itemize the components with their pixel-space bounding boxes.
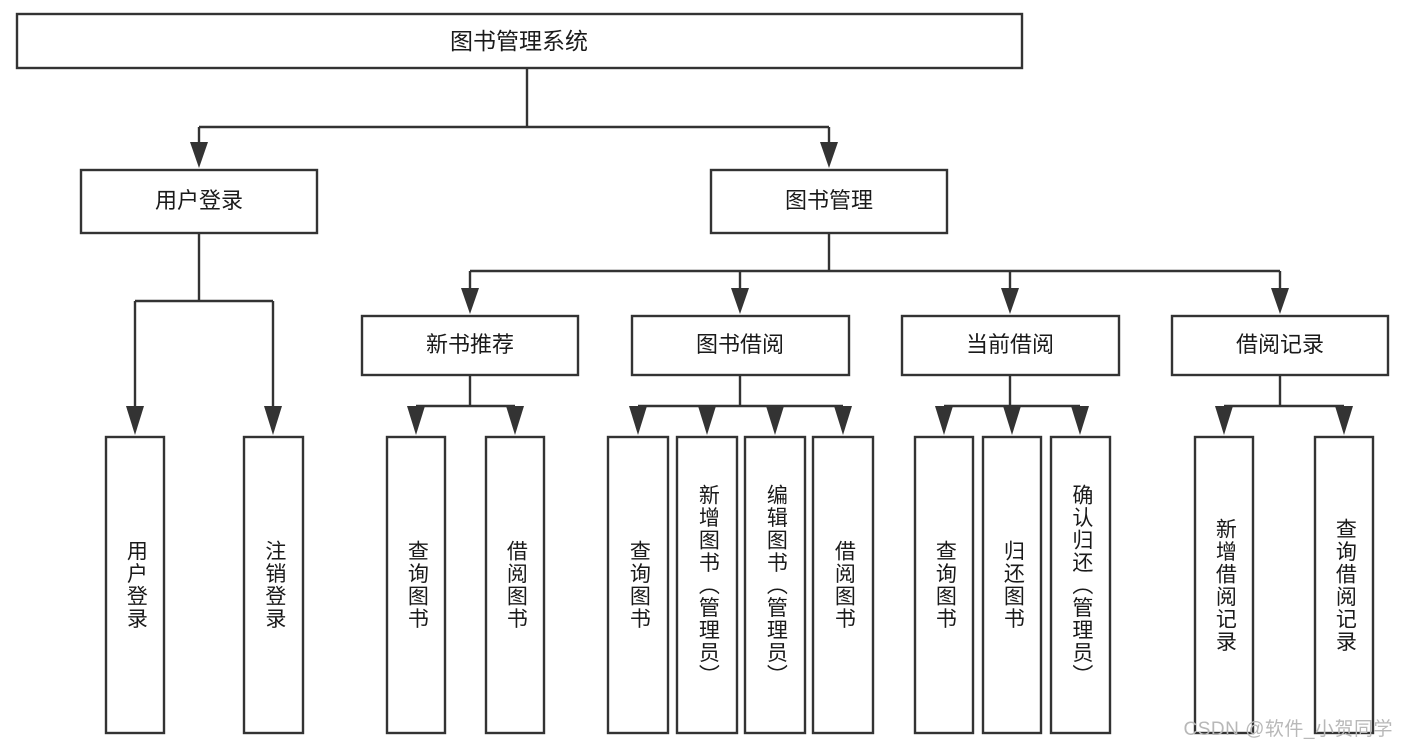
node-current-borrow-box[interactable] xyxy=(900,314,1121,377)
node-root-label: 图书管理系统 xyxy=(450,28,588,54)
connector-group-book-borrow-to-leaves xyxy=(629,375,852,435)
connector-group-current-borrow-to-leaves xyxy=(935,375,1089,435)
node-borrow-record-box[interactable] xyxy=(1170,314,1390,377)
node-new-book-rec-label: 新书推荐 xyxy=(426,332,514,357)
node-borrow-record[interactable]: 借阅记录 xyxy=(1170,314,1390,377)
node-user-login[interactable]: 用户登录 xyxy=(79,168,319,235)
arrow-leaf-edit-book xyxy=(766,406,784,435)
node-current-borrow-label: 当前借阅 xyxy=(966,332,1054,357)
node-new-book-rec[interactable]: 新书推荐 xyxy=(360,314,580,377)
leaf-edit-book-box[interactable] xyxy=(743,435,807,735)
leaf-box-group xyxy=(104,435,1375,735)
arrow-to-new-book-rec xyxy=(461,288,479,314)
connector-group-new-book-to-leaves xyxy=(407,375,524,435)
arrow-to-current-borrow xyxy=(1001,288,1019,314)
arrow-to-book-borrow xyxy=(731,288,749,314)
node-user-login-label: 用户登录 xyxy=(155,188,243,213)
arrow-leaf-confirm-return xyxy=(1071,406,1089,435)
connector-group-user-login-to-leaves xyxy=(126,233,282,435)
connector-group-book-manage-to-level3 xyxy=(461,233,1289,314)
arrow-leaf-add-record xyxy=(1215,406,1233,435)
leaf-return-book-box[interactable] xyxy=(981,435,1043,735)
node-book-borrow-label: 图书借阅 xyxy=(696,332,784,357)
arrow-to-book-manage xyxy=(820,142,838,168)
leaf-query-book-2-box[interactable] xyxy=(606,435,670,735)
node-root-box[interactable] xyxy=(15,12,1024,70)
arrow-to-user-login xyxy=(190,142,208,168)
arrow-leaf-borrow-book-2 xyxy=(834,406,852,435)
leaf-borrow-book-2-box[interactable] xyxy=(811,435,875,735)
leaf-add-book-box[interactable] xyxy=(675,435,739,735)
connector-group-root-to-level2 xyxy=(190,68,838,168)
arrow-leaf-return-book xyxy=(1003,406,1021,435)
arrow-leaf-query-book-2 xyxy=(629,406,647,435)
node-book-borrow-box[interactable] xyxy=(630,314,851,377)
node-new-book-rec-box[interactable] xyxy=(360,314,580,377)
arrow-leaf-logout-login xyxy=(264,406,282,435)
node-root[interactable]: 图书管理系统 xyxy=(15,12,1024,70)
leaf-query-book-3-box[interactable] xyxy=(913,435,975,735)
connector-group-borrow-record-to-leaves xyxy=(1215,375,1353,435)
node-book-borrow[interactable]: 图书借阅 xyxy=(630,314,851,377)
leaf-query-record-box[interactable] xyxy=(1313,435,1375,735)
leaf-confirm-return-box[interactable] xyxy=(1049,435,1112,735)
node-book-manage-label: 图书管理 xyxy=(785,188,873,213)
arrow-leaf-user-login xyxy=(126,406,144,435)
node-borrow-record-label: 借阅记录 xyxy=(1236,332,1324,357)
watermark-text: CSDN @软件_小贺同学 xyxy=(1183,719,1393,740)
arrow-leaf-query-book-1 xyxy=(407,406,425,435)
arrow-to-borrow-record xyxy=(1271,288,1289,314)
leaf-logout-login-box[interactable] xyxy=(242,435,305,735)
node-user-login-box[interactable] xyxy=(79,168,319,235)
arrow-leaf-query-book-3 xyxy=(935,406,953,435)
arrow-leaf-add-book xyxy=(698,406,716,435)
leaf-borrow-book-1-box[interactable] xyxy=(484,435,546,735)
node-book-manage-box[interactable] xyxy=(709,168,949,235)
leaf-user-login-box[interactable] xyxy=(104,435,166,735)
node-current-borrow[interactable]: 当前借阅 xyxy=(900,314,1121,377)
node-book-manage[interactable]: 图书管理 xyxy=(709,168,949,235)
arrow-leaf-query-record xyxy=(1335,406,1353,435)
leaf-add-record-box[interactable] xyxy=(1193,435,1255,735)
arrow-leaf-borrow-book-1 xyxy=(506,406,524,435)
leaf-query-book-1-box[interactable] xyxy=(385,435,447,735)
